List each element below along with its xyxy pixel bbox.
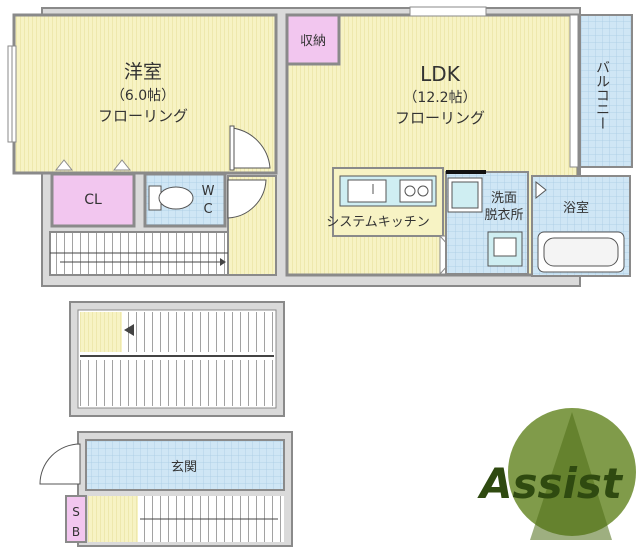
shoebox-label-s: S xyxy=(72,505,80,519)
storage-label: 収納 xyxy=(300,34,326,49)
western-room-floor: フローリング xyxy=(98,107,188,125)
stove xyxy=(399,179,433,203)
toilet-fixture xyxy=(148,185,194,211)
lower-landing xyxy=(88,496,138,542)
upper-stairs xyxy=(49,231,229,276)
entrance-door-swing xyxy=(39,443,81,485)
balcony-label: バルコニー xyxy=(594,60,610,130)
western-door-swing xyxy=(231,127,271,169)
lower-stairs xyxy=(138,496,284,542)
kitchen-sink xyxy=(347,179,387,203)
entrance-label: 玄関 xyxy=(171,460,197,475)
shoebox xyxy=(65,495,87,543)
balcony xyxy=(579,14,633,168)
ldk-side-window xyxy=(569,14,579,168)
entrance-hall xyxy=(85,439,285,491)
middle-stairs xyxy=(80,312,274,406)
lower-floor xyxy=(39,431,293,547)
kitchen-label: システムキッチン xyxy=(326,215,430,230)
ldk-window xyxy=(409,6,487,17)
ldk-size: （12.2帖） xyxy=(403,90,476,106)
shoebox-label-b: B xyxy=(72,525,80,539)
washroom-label-1: 洗面 xyxy=(491,191,517,206)
logo-text: Assist xyxy=(477,459,624,508)
western-room-name: 洋室 xyxy=(124,61,162,83)
bath-label: 浴室 xyxy=(563,200,589,216)
western-room-size: （6.0帖） xyxy=(111,88,175,104)
assist-logo: Assist xyxy=(477,408,636,540)
toilet-label-w: W xyxy=(202,184,215,199)
upper-floor xyxy=(7,6,633,287)
room-labels: 洋室 （6.0帖） フローリング LDK （12.2帖） フローリング 収納 バ… xyxy=(72,34,610,539)
ldk-floor: フローリング xyxy=(395,109,485,127)
closet xyxy=(50,172,136,228)
middle-stairwell xyxy=(69,301,285,417)
middle-landing xyxy=(80,312,122,352)
ldk-name: LDK xyxy=(420,62,461,86)
toilet-label-c: C xyxy=(203,202,212,217)
washroom-label-2: 脱衣所 xyxy=(484,207,523,223)
toilet-door-swing xyxy=(227,179,267,219)
closet-label: CL xyxy=(84,192,102,208)
